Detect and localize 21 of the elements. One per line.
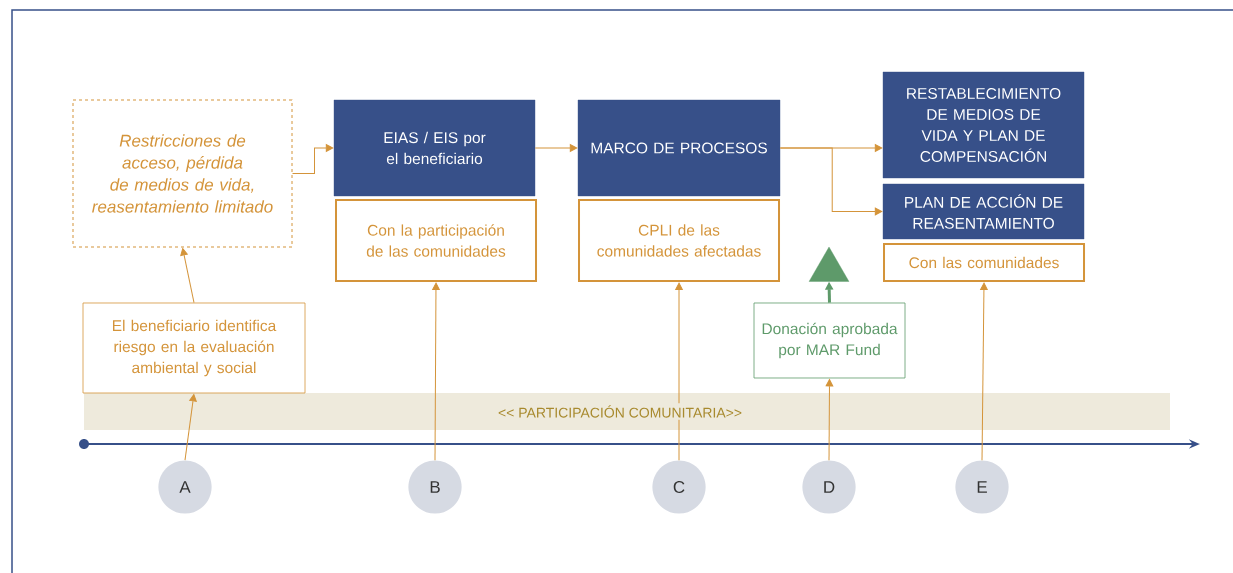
note-box: El beneficiario identifica riesgo en la evaluación ambiental y social (82, 302, 306, 394)
process-box: EIAS / EIS por el beneficiario (333, 99, 536, 197)
note-box: Con las comunidades (883, 243, 1085, 282)
process-box: PLAN DE ACCIÓN DE REASENTAMIENTO (882, 183, 1085, 240)
triangle (808, 246, 850, 282)
arrow (980, 282, 988, 461)
note-box: CPLI de las comunidades afectadas (578, 199, 780, 282)
grant-box: Donación aprobada por MAR Fund (753, 302, 906, 379)
arrow (184, 394, 197, 461)
note-box: Con la participación de las comunidades (335, 199, 537, 282)
arrow (292, 144, 334, 174)
arrow (534, 144, 578, 152)
process-box: MARCO DE PROCESOS (577, 99, 781, 197)
arrow (779, 147, 883, 216)
arrow (675, 282, 683, 461)
arrow (825, 379, 834, 461)
arrow (180, 248, 195, 304)
process-box: RESTABLECIMIENTO DE MEDIOS DE VIDA Y PLAN DE COMPENSACIÓN (882, 71, 1085, 179)
band-label: << PARTICIPACIÓN COMUNITARIA>> (494, 403, 746, 420)
risk-box: Restricciones de acceso, pérdida de medios de vida, reasentamiento limitado (72, 99, 293, 248)
arrow (432, 282, 440, 461)
